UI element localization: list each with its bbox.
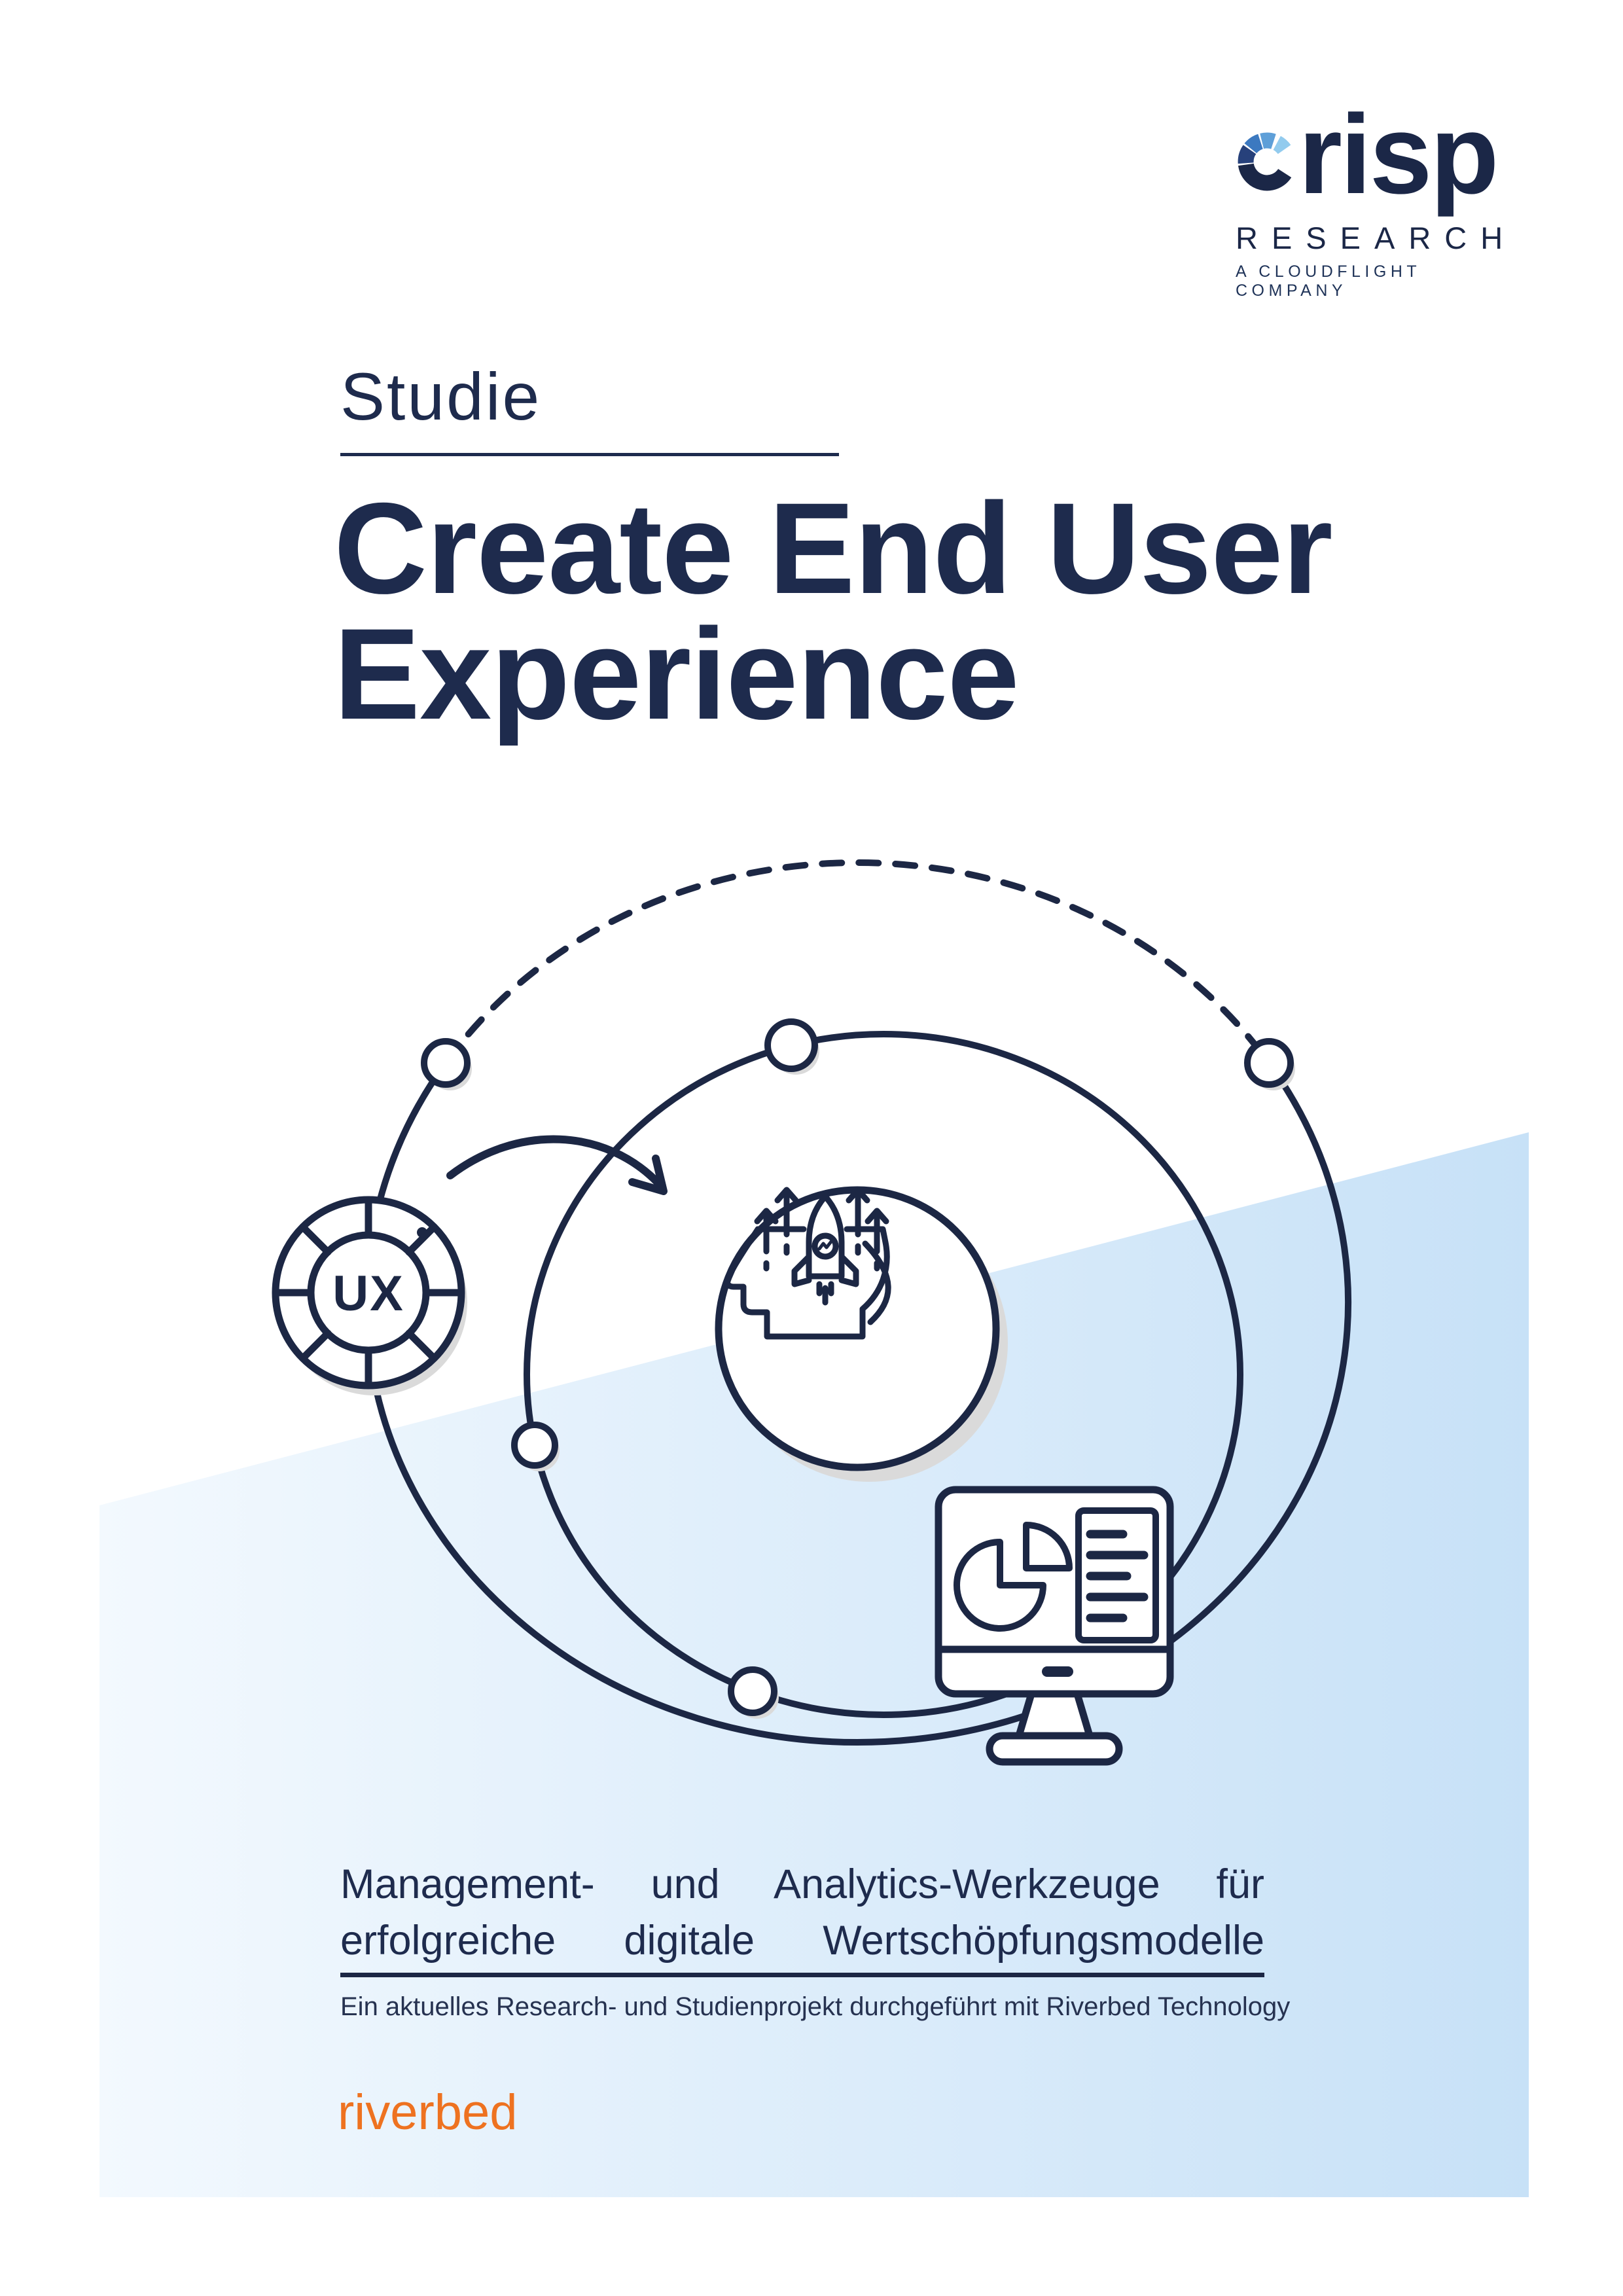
subtitle: Management- und Analytics-Werkzeuge für … — [340, 1856, 1264, 1969]
head-rocket-icon — [715, 1186, 1008, 1482]
subtitle-line2: erfolgreiche digitale Wertschöpfungsmode… — [340, 1918, 1264, 1964]
orbit-node-icon — [511, 1422, 560, 1471]
crisp-tagline: A CLOUDFLIGHT COMPANY — [1236, 262, 1421, 300]
background-wedge — [99, 1132, 1529, 2197]
growth-arrows-icon — [754, 1187, 889, 1272]
subtitle-caption: Ein aktuelles Research- und Studienproje… — [340, 1992, 1291, 2021]
eyebrow-rule — [340, 453, 839, 456]
ux-badge-icon: UX — [272, 1196, 467, 1395]
orbit-node-icon — [728, 1666, 779, 1719]
text-lines-icon — [1086, 1530, 1149, 1623]
outer-orbit-dashed — [442, 859, 1272, 1066]
inner-orbit — [524, 1031, 1243, 1718]
orbit-node-icon — [421, 1038, 472, 1090]
pie-chart-icon — [954, 1539, 1046, 1632]
page-title-line2: Experience — [334, 601, 1020, 746]
curved-arrow — [446, 1135, 664, 1189]
crisp-wordmark: risp — [1236, 98, 1537, 211]
curved-arrow-head-icon — [628, 1155, 668, 1195]
crisp-wordmark-text: risp — [1298, 92, 1499, 217]
eyebrow-studie: Studie — [340, 359, 542, 434]
subtitle-rule — [340, 1973, 1264, 1977]
subtitle-line1: Management- und Analytics-Werkzeuge für — [340, 1861, 1264, 1907]
ux-badge-label: UX — [332, 1266, 404, 1321]
crisp-logo: risp RESEARCH A CLOUDFLIGHT COMPANY — [1236, 98, 1537, 300]
crisp-c-donut-icon — [1238, 132, 1292, 191]
orbit-node-icon — [764, 1018, 819, 1075]
orbit-nodes — [421, 1018, 1295, 1719]
page-title: Create End User Experience — [334, 476, 1333, 746]
page-title-line1: Create End User — [334, 476, 1333, 620]
crisp-research-label: RESEARCH — [1236, 221, 1517, 255]
monitor-analytics-icon — [935, 1486, 1174, 1766]
orbit-node-icon — [1244, 1038, 1295, 1090]
riverbed-logo: riverbed — [338, 2085, 518, 2140]
